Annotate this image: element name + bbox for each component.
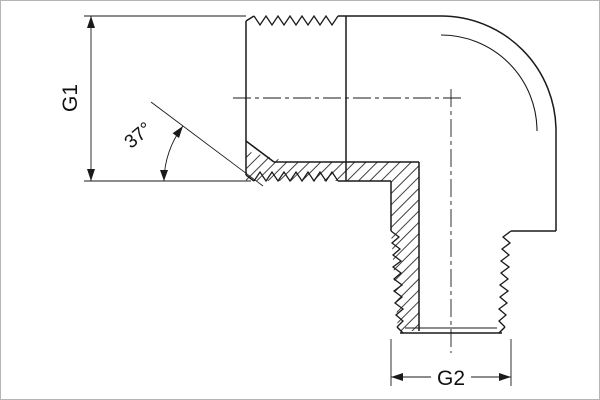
port1-thread-bottom	[253, 170, 339, 183]
angle-arrow-top-icon	[172, 126, 183, 138]
g1-arrow-up-icon	[87, 16, 95, 28]
dimension-label-g2: G2	[437, 367, 465, 390]
dimension-g2	[390, 339, 512, 386]
port2-thread-left	[390, 230, 405, 328]
flare-cone-edge	[245, 140, 275, 163]
section-hatch	[246, 151, 419, 331]
fitting-outline	[245, 15, 557, 334]
g1-arrow-down-icon	[87, 169, 95, 181]
port1-chamfer-top	[245, 15, 255, 22]
angle-construction-line	[150, 101, 264, 187]
port1-chamfer-bottom	[245, 174, 255, 182]
body-outer-corner	[338, 15, 557, 231]
inner-corner-arc	[440, 34, 538, 132]
port2-thread-right	[497, 230, 512, 328]
g2-arrow-right-icon	[499, 373, 511, 381]
g2-arrow-left-icon	[391, 373, 403, 381]
dimension-label-g1: G1	[59, 84, 82, 112]
port1-thread-top	[253, 14, 339, 27]
dimension-label-angle: 37°	[121, 119, 157, 154]
port2-chamfer-right	[498, 326, 506, 334]
angle-arrow-bottom-icon	[160, 170, 168, 181]
body-inner-corner	[440, 34, 538, 132]
port2-chamfer-left	[396, 326, 404, 334]
centerlines	[233, 89, 463, 353]
dimension-g1	[84, 15, 251, 182]
section-cut-region	[246, 151, 419, 331]
thread-lines	[253, 14, 512, 329]
dimension-angle	[150, 101, 264, 187]
